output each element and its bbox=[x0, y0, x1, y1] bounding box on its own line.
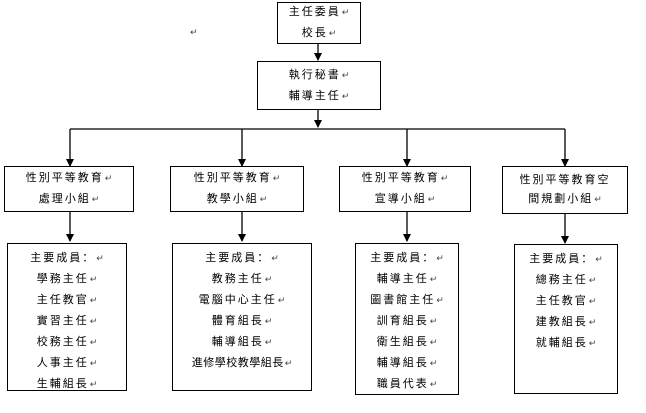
members-heading: 主要成員：↵ bbox=[30, 251, 104, 264]
executive-secretary-box: 執行秘書↵ 輔導主任↵ bbox=[257, 61, 381, 110]
member-item: 建教組長↵ bbox=[535, 315, 597, 328]
member-item: 職員代表↵ bbox=[376, 377, 438, 390]
member-item: 教務主任↵ bbox=[211, 272, 273, 285]
member-item: 就輔組長↵ bbox=[535, 336, 597, 349]
member-item: 實習主任↵ bbox=[36, 314, 98, 327]
principal-name-line: 校長↵ bbox=[301, 26, 337, 39]
members-heading: 主要成員：↵ bbox=[205, 251, 279, 264]
member-item: 圖書館主任↵ bbox=[370, 293, 444, 306]
members-heading: 主要成員：↵ bbox=[370, 251, 444, 264]
member-item: 學務主任↵ bbox=[36, 272, 98, 285]
member-item: 輔導主任↵ bbox=[376, 272, 438, 285]
member-item: 體育組長↵ bbox=[211, 314, 273, 327]
paragraph-mark: ↵ bbox=[190, 28, 198, 38]
member-item: 生輔組長↵ bbox=[36, 377, 98, 390]
group-box-teaching: 性別平等教育↵ 教學小組↵ bbox=[170, 166, 304, 212]
member-item: 電腦中心主任↵ bbox=[198, 293, 286, 306]
member-item: 主任教官↵ bbox=[535, 294, 597, 307]
member-item: 輔導組長↵ bbox=[211, 335, 273, 348]
member-item: 校務主任↵ bbox=[36, 335, 98, 348]
members-heading: 主要成員：↵ bbox=[529, 252, 603, 265]
member-item: 衛生組長↵ bbox=[376, 335, 438, 348]
principal-box: 主任委員↵ 校長↵ bbox=[277, 2, 361, 44]
executive-name-line: 輔導主任↵ bbox=[288, 88, 350, 102]
principal-title-line: 主任委員↵ bbox=[288, 5, 350, 18]
members-box-handling: 主要成員：↵ 學務主任↵ 主任教官↵ 實習主任↵ 校務主任↵ 人事主任↵ 生輔組… bbox=[7, 243, 127, 391]
member-item: 人事主任↵ bbox=[36, 356, 98, 369]
members-box-promotion: 主要成員：↵ 輔導主任↵ 圖書館主任↵ 訓育組長↵ 衛生組長↵ 輔導組長↵ 職員… bbox=[355, 243, 459, 395]
member-item: 總務主任↵ bbox=[535, 273, 597, 286]
group-box-space-planning: 性別平等教育空 間規劃小組↵ bbox=[502, 166, 628, 214]
member-item: 主任教官↵ bbox=[36, 293, 98, 306]
group-box-handling: 性別平等教育↵ 處理小組↵ bbox=[4, 166, 134, 212]
member-item: 進修學校教學組長↵ bbox=[191, 356, 293, 369]
members-box-space-planning: 主要成員：↵ 總務主任↵ 主任教官↵ 建教組長↵ 就輔組長↵ bbox=[514, 244, 618, 394]
executive-title-line: 執行秘書↵ bbox=[288, 67, 350, 81]
members-box-teaching: 主要成員：↵ 教務主任↵ 電腦中心主任↵ 體育組長↵ 輔導組長↵ 進修學校教學組… bbox=[172, 243, 312, 391]
group-box-promotion: 性別平等教育↵ 宣導小組↵ bbox=[339, 166, 471, 212]
member-item: 訓育組長↵ bbox=[376, 314, 438, 327]
member-item: 輔導組長↵ bbox=[376, 356, 438, 369]
